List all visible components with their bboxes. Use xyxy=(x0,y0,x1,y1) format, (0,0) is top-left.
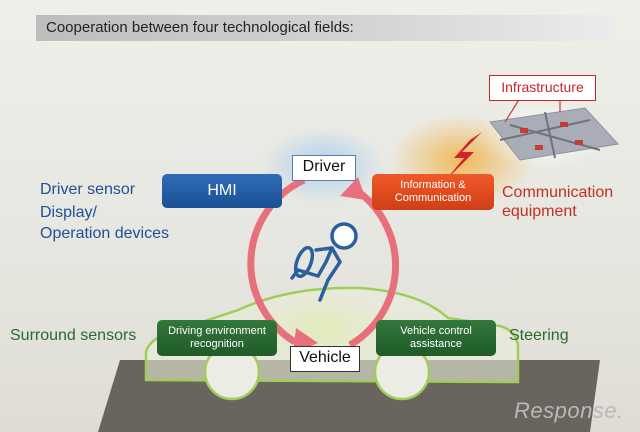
infrastructure-label: Infrastructure xyxy=(489,75,596,101)
driver-sensor-label: Driver sensor xyxy=(40,181,136,198)
response-watermark: Response. xyxy=(514,398,624,423)
driver-label: Driver xyxy=(292,155,356,181)
vehicle-control-box: Vehicle control assistance xyxy=(376,320,496,356)
slide-title: Cooperation between four technological f… xyxy=(46,19,354,36)
hmi-box: HMI xyxy=(162,174,282,208)
operation-devices-label: Operation devices xyxy=(40,225,169,242)
info-comm-box: Information & Communication xyxy=(372,174,494,210)
surround-sensors-label: Surround sensors xyxy=(10,327,137,344)
display-label: Display/ xyxy=(40,204,97,221)
infrastructure-map-icon xyxy=(489,97,619,161)
driving-env-box: Driving environment recognition xyxy=(157,320,277,356)
driver-figure-icon xyxy=(290,222,358,302)
comm-equipment-label-2: equipment xyxy=(502,203,577,220)
title-bar: Cooperation between four technological f… xyxy=(36,15,616,41)
car-outline-icon xyxy=(144,286,520,401)
comm-equipment-label-1: Communication xyxy=(502,184,614,201)
lightning-icon xyxy=(444,132,482,182)
steering-label: Steering xyxy=(509,327,569,344)
arrowhead-driver xyxy=(340,177,366,200)
vehicle-label: Vehicle xyxy=(290,346,360,372)
